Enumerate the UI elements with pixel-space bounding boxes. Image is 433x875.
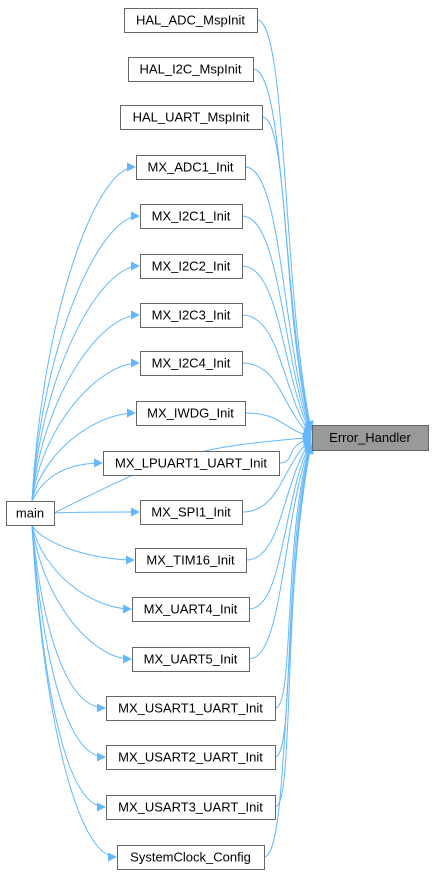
edge-main-to-mx_usart3_uart_init <box>31 524 106 812</box>
nodes: HAL_ADC_MspInitHAL_I2C_MspInitHAL_UART_M… <box>6 8 429 870</box>
edge-main-to-mx_i2c1_init <box>31 211 140 502</box>
edge-hal_uart_mspinit-to-error_handler <box>261 116 314 432</box>
node-mx_lpuart1_uart_init[interactable]: MX_LPUART1_UART_Init <box>103 451 280 476</box>
node-mx_i2c3_init-label: MX_I2C3_Init <box>152 308 231 323</box>
node-mx_spi1_init-label: MX_SPI1_Init <box>151 505 231 520</box>
node-mx_uart5_init-box <box>132 647 250 672</box>
edge-mx_i2c4_init-to-error_handler <box>241 362 312 437</box>
node-main-label: main <box>16 506 44 521</box>
node-mx_spi1_init[interactable]: MX_SPI1_Init <box>140 500 243 525</box>
node-mx_i2c4_init-label: MX_I2C4_Init <box>152 356 231 371</box>
edge-hal_adc_mspinit-to-error_handler <box>256 19 314 431</box>
edge-main-to-mx_lpuart1_uart_init <box>31 458 103 502</box>
node-systemclock_config-label: SystemClock_Config <box>130 850 251 865</box>
node-mx_lpuart1_uart_init-box <box>103 451 280 476</box>
edge-main-to-mx_uart4_init <box>31 524 132 614</box>
edges <box>31 19 314 862</box>
node-hal_adc_mspinit[interactable]: HAL_ADC_MspInit <box>124 8 258 33</box>
edge-main-to-mx_i2c3_init <box>31 310 140 502</box>
node-systemclock_config-box <box>117 845 265 870</box>
node-hal_adc_mspinit-label: HAL_ADC_MspInit <box>136 13 245 28</box>
node-mx_usart1_uart_init-label: MX_USART1_UART_Init <box>118 701 263 716</box>
edge-mx_uart4_init-to-error_handler <box>248 440 312 610</box>
node-hal_uart_mspinit-box <box>120 105 263 130</box>
node-error_handler-label: Error_Handler <box>329 430 411 445</box>
node-mx_i2c2_init-label: MX_I2C2_Init <box>152 259 231 274</box>
node-mx_uart5_init[interactable]: MX_UART5_Init <box>132 647 250 672</box>
node-mx_usart3_uart_init-box <box>106 795 276 820</box>
node-mx_tim16_init[interactable]: MX_TIM16_Init <box>135 548 247 573</box>
edge-main-to-mx_spi1_init <box>53 507 140 517</box>
edge-main-to-mx_usart2_uart_init <box>31 524 106 762</box>
node-mx_uart4_init[interactable]: MX_UART4_Init <box>132 597 250 622</box>
node-mx_adc1_init-label: MX_ADC1_Init <box>148 160 234 175</box>
edge-main-to-mx_tim16_init <box>31 524 135 565</box>
node-mx_i2c2_init-box <box>140 254 243 279</box>
edge-mx_usart1_uart_init-to-error_handler <box>274 442 313 709</box>
edge-mx_spi1_init-to-error_handler <box>241 438 312 513</box>
node-hal_uart_mspinit[interactable]: HAL_UART_MspInit <box>120 105 263 130</box>
node-hal_i2c_mspinit[interactable]: HAL_I2C_MspInit <box>128 57 254 82</box>
edge-main-to-mx_i2c2_init <box>31 261 140 502</box>
edge-main-to-mx_adc1_init <box>31 162 136 502</box>
edge-main-to-mx_iwdg_init <box>31 408 136 502</box>
node-mx_i2c2_init[interactable]: MX_I2C2_Init <box>140 254 243 279</box>
node-mx_usart3_uart_init[interactable]: MX_USART3_UART_Init <box>106 795 276 820</box>
edge-systemclock_config-to-error_handler <box>263 445 314 858</box>
node-main[interactable]: main <box>6 501 55 526</box>
node-mx_i2c1_init-label: MX_I2C1_Init <box>152 209 231 224</box>
node-hal_adc_mspinit-box <box>124 8 258 33</box>
node-mx_i2c1_init[interactable]: MX_I2C1_Init <box>140 204 243 229</box>
node-hal_i2c_mspinit-box <box>128 57 254 82</box>
edge-mx_i2c3_init-to-error_handler <box>241 314 312 436</box>
edge-mx_usart3_uart_init-to-error_handler <box>274 444 314 808</box>
node-mx_uart4_init-box <box>132 597 250 622</box>
node-mx_iwdg_init-box <box>136 401 246 426</box>
node-mx_iwdg_init[interactable]: MX_IWDG_Init <box>136 401 246 426</box>
edge-main-to-mx_uart5_init <box>31 524 132 664</box>
node-mx_usart2_uart_init[interactable]: MX_USART2_UART_Init <box>106 745 276 770</box>
node-mx_uart4_init-label: MX_UART4_Init <box>144 602 238 617</box>
node-mx_adc1_init-box <box>136 155 246 180</box>
node-mx_lpuart1_uart_init-label: MX_LPUART1_UART_Init <box>115 456 267 471</box>
node-mx_i2c1_init-box <box>140 204 243 229</box>
edge-main-to-mx_usart1_uart_init <box>31 524 106 713</box>
node-mx_adc1_init[interactable]: MX_ADC1_Init <box>136 155 246 180</box>
node-hal_i2c_mspinit-label: HAL_I2C_MspInit <box>140 62 242 77</box>
node-mx_usart2_uart_init-label: MX_USART2_UART_Init <box>118 750 263 765</box>
edge-mx_tim16_init-to-error_handler <box>245 439 312 561</box>
edge-mx_adc1_init-to-error_handler <box>244 166 313 433</box>
node-mx_usart2_uart_init-box <box>106 745 276 770</box>
node-hal_uart_mspinit-label: HAL_UART_MspInit <box>133 110 250 125</box>
node-mx_i2c3_init-box <box>140 303 243 328</box>
node-mx_usart1_uart_init[interactable]: MX_USART1_UART_Init <box>106 696 276 721</box>
edge-main-to-systemclock_config <box>31 524 117 862</box>
node-mx_i2c3_init[interactable]: MX_I2C3_Init <box>140 303 243 328</box>
edge-mx_uart5_init-to-error_handler <box>248 441 313 660</box>
node-error_handler[interactable]: Error_Handler <box>312 425 429 451</box>
node-mx_uart5_init-label: MX_UART5_Init <box>144 652 238 667</box>
node-mx_iwdg_init-label: MX_IWDG_Init <box>147 406 234 421</box>
node-mx_i2c4_init[interactable]: MX_I2C4_Init <box>140 351 243 376</box>
node-mx_spi1_init-box <box>140 500 243 525</box>
node-mx_i2c4_init-box <box>140 351 243 376</box>
node-mx_usart3_uart_init-label: MX_USART3_UART_Init <box>118 800 263 815</box>
node-mx_tim16_init-label: MX_TIM16_Init <box>146 553 235 568</box>
edge-mx_i2c2_init-to-error_handler <box>241 265 312 435</box>
node-systemclock_config[interactable]: SystemClock_Config <box>117 845 265 870</box>
edge-mx_i2c1_init-to-error_handler <box>241 215 313 434</box>
node-mx_usart1_uart_init-box <box>106 696 276 721</box>
node-mx_tim16_init-box <box>135 548 247 573</box>
edge-main-to-mx_i2c4_init <box>31 358 140 502</box>
node-error_handler-box <box>312 425 429 451</box>
node-main-box <box>6 501 55 526</box>
